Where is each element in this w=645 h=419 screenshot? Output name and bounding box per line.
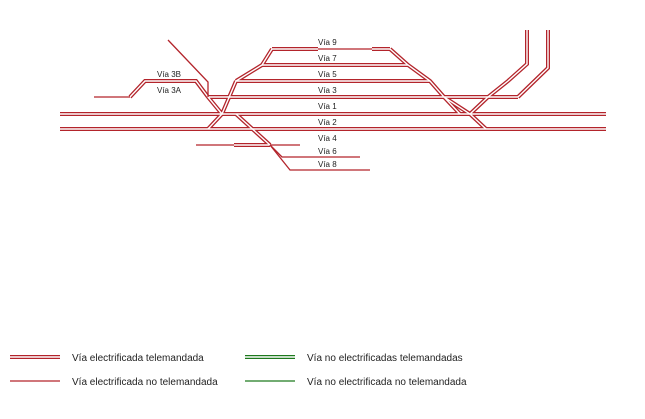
legend-electrified-not-remote: Vía electrificada no telemandada <box>10 377 218 388</box>
track-diagonal-spur <box>167 39 209 97</box>
track-labels: Vía 9 Vía 7 Vía 5 Vía 3B Vía 3A Vía 3 Ví… <box>157 38 337 169</box>
electrified-not-remote-tracks <box>94 39 372 171</box>
label-via5: Vía 5 <box>318 70 337 79</box>
label-via9: Vía 9 <box>318 38 337 47</box>
label-via3: Vía 3 <box>318 86 337 95</box>
label-via3a: Vía 3A <box>157 86 182 95</box>
legend-electrified-remote: Vía electrificada telemandada <box>10 353 204 364</box>
legend-label-not-electrified-remote: Vía no electrificadas telemandadas <box>307 353 463 364</box>
label-via6: Vía 6 <box>318 147 337 156</box>
label-via2: Vía 2 <box>318 118 337 127</box>
legend-label-electrified-not-remote: Vía electrificada no telemandada <box>72 377 218 388</box>
legend-label-not-electrified-not-remote: Vía no electrificada no telemandada <box>307 377 467 388</box>
legend-not-electrified-not-remote: Vía no electrificada no telemandada <box>245 377 467 388</box>
legend-not-electrified-remote: Vía no electrificadas telemandadas <box>245 353 463 364</box>
label-via8: Vía 8 <box>318 160 337 169</box>
label-via3b: Vía 3B <box>157 70 181 79</box>
label-via4: Vía 4 <box>318 134 337 143</box>
legend: Vía electrificada telemandada Vía electr… <box>10 353 467 388</box>
track-via6 <box>269 144 360 158</box>
legend-label-electrified-remote: Vía electrificada telemandada <box>72 353 204 364</box>
label-via1: Vía 1 <box>318 102 337 111</box>
track-via8 <box>269 144 370 171</box>
electrified-remote-tracks <box>60 30 606 147</box>
label-via7: Vía 7 <box>318 54 337 63</box>
